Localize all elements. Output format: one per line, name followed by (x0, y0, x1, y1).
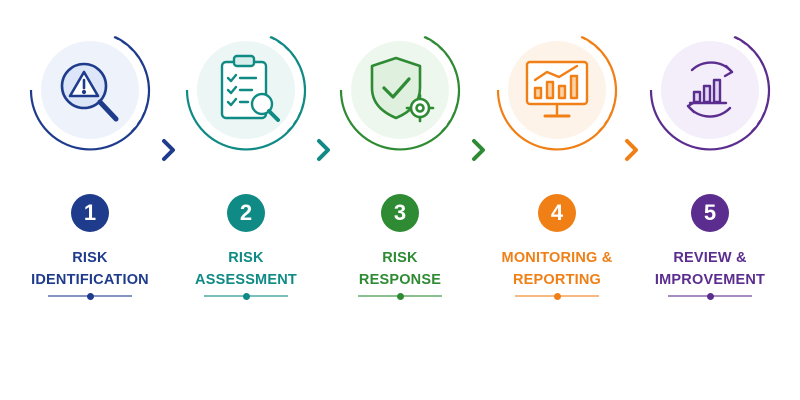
step-title: RISK IDENTIFICATION (10, 247, 170, 291)
step-number-badge: 5 (691, 194, 729, 232)
step-title-line-2: ASSESSMENT (195, 272, 297, 288)
step-risk-assessment: 2 RISK ASSESSMENT (166, 0, 326, 400)
step-4-ring (496, 36, 618, 151)
step-title-line-2: IDENTIFICATION (31, 272, 149, 288)
step-title-line-1: MONITORING & (501, 250, 613, 266)
step-3-ring (339, 36, 461, 151)
step-title-line-1: RISK (382, 250, 418, 266)
step-title-line-1: RISK (72, 250, 108, 266)
step-title: MONITORING & REPORTING (477, 247, 637, 291)
step-number-badge: 2 (227, 194, 265, 232)
step-title-line-2: RESPONSE (358, 272, 442, 288)
chevron-right-icon (472, 139, 485, 161)
risk-search-icon (60, 62, 119, 122)
underline-dot (242, 293, 250, 300)
cycle-chart-icon (686, 61, 734, 118)
step-title: RISK ASSESSMENT (166, 247, 326, 291)
step-5-ring (649, 36, 771, 151)
step-title: RISK RESPONSE (320, 247, 480, 291)
chevron-right-icon (625, 139, 638, 161)
underline-dot (553, 293, 561, 300)
chevron-right-icon (162, 139, 175, 161)
step-number-badge: 3 (381, 194, 419, 232)
underline-dot (396, 293, 404, 300)
step-title-line-1: REVIEW & (673, 250, 747, 266)
step-title-line-2: REPORTING (513, 272, 601, 288)
step-title: REVIEW & IMPROVEMENT (630, 247, 790, 291)
step-2-ring (185, 36, 307, 151)
underline-dot (706, 293, 714, 300)
step-number-badge: 1 (71, 194, 109, 232)
step-title-line-2: IMPROVEMENT (654, 272, 766, 288)
shield-gear-icon (370, 56, 435, 123)
step-title-line-1: RISK (228, 250, 264, 266)
clipboard-checklist-icon (220, 54, 280, 122)
monitor-chart-icon (525, 60, 589, 118)
step-risk-identification: 1 RISK IDENTIFICATION (10, 0, 170, 400)
step-number-badge: 4 (538, 194, 576, 232)
step-1-ring (29, 36, 151, 151)
step-risk-response: 3 RISK RESPONSE (320, 0, 480, 400)
chevron-right-icon (317, 139, 330, 161)
step-monitoring-reporting: 4 MONITORING & REPORTING (477, 0, 637, 400)
step-review-improvement: 5 REVIEW & IMPROVEMENT (630, 0, 790, 400)
underline-dot (86, 293, 94, 300)
